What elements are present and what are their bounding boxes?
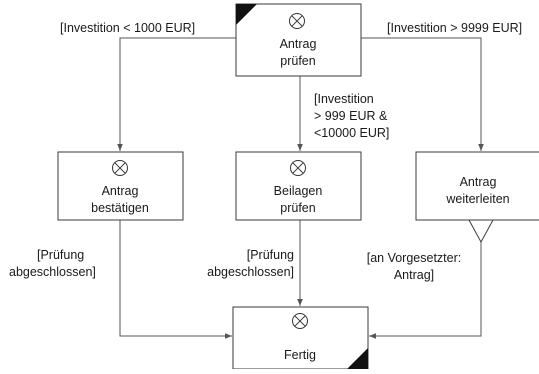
node-box — [415, 151, 539, 221]
node-fertig: Fertig — [232, 306, 369, 370]
condition-label-line: [Prüfung — [247, 248, 294, 262]
node-antrag-weiterleiten: Antrag weiterleiten — [415, 151, 539, 244]
condition-label-line: abgeschlossen] — [207, 265, 294, 279]
condition-high-investment: [Investition > 9999 EUR] — [387, 21, 522, 35]
node-antrag-pruefen: Antrag prüfen — [235, 3, 362, 77]
edge-bestaetigen-to-fertig — [119, 220, 232, 339]
cancel-x-icon — [112, 160, 128, 176]
node-label-line: Antrag — [460, 175, 497, 189]
condition-done-left: [Prüfung abgeschlossen] — [9, 248, 96, 279]
start-corner-icon — [236, 4, 257, 25]
condition-label-line: > 999 EUR & — [314, 109, 388, 123]
node-label-line: Fertig — [284, 348, 316, 362]
node-label-line: bestätigen — [91, 201, 149, 215]
node-label-line: prüfen — [280, 201, 315, 215]
edge-weiterleiten-to-fertig — [369, 242, 482, 339]
edge-pruefen-to-bestaetigen — [117, 37, 236, 151]
condition-low-investment: [Investition < 1000 EUR] — [60, 21, 195, 35]
cancel-x-icon — [292, 313, 308, 329]
condition-label-line: [Investition < 1000 EUR] — [60, 21, 195, 35]
node-label-line: Antrag — [102, 184, 139, 198]
condition-label-line: abgeschlossen] — [9, 265, 96, 279]
node-beilagen-pruefen: Beilagen prüfen — [235, 151, 362, 221]
node-label-line: weiterleiten — [445, 192, 509, 206]
cancel-x-icon — [289, 13, 305, 29]
condition-label-line: Antrag] — [394, 268, 434, 282]
condition-label-line: [Investition — [314, 92, 374, 106]
condition-label-line: [an Vorgesetzter: — [367, 251, 462, 265]
condition-label-line: <10000 EUR] — [314, 126, 389, 140]
condition-done-mid: [Prüfung abgeschlossen] — [207, 248, 294, 279]
end-corner-icon — [347, 348, 368, 369]
condition-supervisor: [an Vorgesetzter: Antrag] — [367, 251, 462, 282]
node-label-line: Antrag — [280, 37, 317, 51]
node-label-line: prüfen — [280, 54, 315, 68]
send-triangle-icon — [468, 219, 494, 244]
node-antrag-bestaetigen: Antrag bestätigen — [57, 151, 184, 221]
node-label-line: Beilagen — [274, 184, 323, 198]
condition-mid-investment: [Investition > 999 EUR & <10000 EUR] — [314, 92, 389, 140]
edge-pruefen-to-weiterleiten — [361, 37, 484, 151]
condition-label-line: [Prüfung — [37, 248, 84, 262]
edges — [117, 37, 484, 339]
condition-label-line: [Investition > 9999 EUR] — [387, 21, 522, 35]
cancel-x-icon — [290, 160, 306, 176]
